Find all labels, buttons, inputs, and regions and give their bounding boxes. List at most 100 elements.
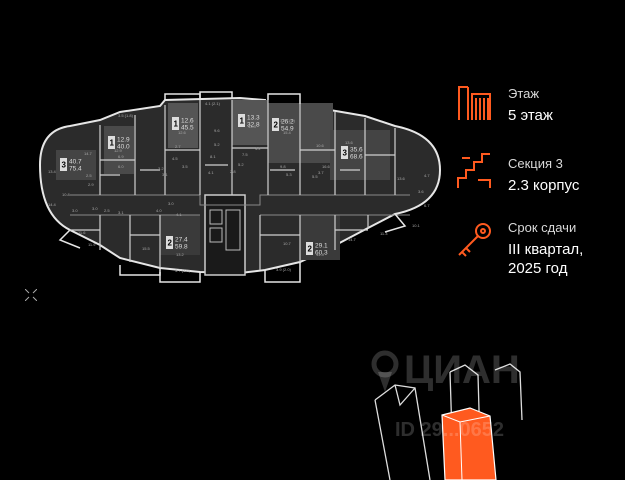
watermark-brand: ЦИАН: [404, 348, 520, 392]
stairs-section-icon: [456, 150, 492, 195]
highlighted-tower: [441, 407, 497, 480]
room-area-label: 3.5: [182, 164, 188, 169]
towers-illustration: [374, 363, 523, 480]
apartment-living-area: 27.4: [175, 237, 188, 244]
key-icon: [456, 222, 492, 265]
apartment-total-area: 75.4: [69, 166, 82, 173]
room-area-label: 5.5: [312, 174, 318, 179]
section-value: 2.3 корпус: [508, 177, 580, 194]
apartment-rooms-box: [272, 118, 279, 131]
room-area-label: 14.4: [48, 202, 57, 207]
apartment-living-area: 29.1: [315, 243, 328, 250]
apartment-rooms-box: [60, 158, 67, 171]
apartment-rooms: 1: [110, 139, 115, 148]
room-area-label: 3.5 (1.8): [118, 113, 134, 118]
elevator-core: [204, 194, 246, 276]
room-area-label: 12.6: [178, 130, 187, 135]
room-area-label: 10.6: [316, 143, 325, 148]
room-area-label: 10.1: [412, 223, 421, 228]
apartment-living-area: 35.6: [350, 147, 363, 154]
room-area-label: 11.3: [380, 231, 388, 236]
apartment-total-area: 45.5: [181, 125, 194, 132]
room-area-label: 12.9: [114, 148, 123, 153]
apartment-total-area: 60.3: [315, 250, 328, 257]
room-area-label: 7.5: [242, 152, 248, 157]
section-info: Секция 3 2.3 корпус: [508, 156, 625, 195]
apartment-total-area: 54.9: [281, 126, 294, 133]
room-area-label: 6.0: [118, 164, 124, 169]
apartment-rooms-box: [341, 146, 348, 159]
floor-label: Этаж: [508, 86, 540, 101]
apartment-total-area: 40.0: [117, 144, 130, 151]
room-area-label: 13.3: [248, 124, 257, 129]
room-area-label: 11.9: [88, 242, 96, 247]
room-area-label: 5.2: [214, 142, 220, 147]
room-area-label: 14.7: [84, 151, 93, 156]
apartment-rooms: 3: [62, 161, 67, 170]
deadline-info: Срок сдачи III квартал, 2025 год: [508, 220, 625, 278]
room-area-label: 3.2: [158, 166, 164, 171]
room-area-label: 13.6: [397, 176, 406, 181]
room-area-label: 3.7: [318, 170, 324, 175]
apartment-rooms-box: [306, 242, 313, 255]
elevator-shaft-1: [209, 209, 223, 225]
apartment-rooms: 3: [343, 149, 348, 158]
watermark-logo: ЦИАН: [370, 348, 520, 394]
apartment-living-area: 12.9: [117, 137, 130, 144]
apt-highlight-4: [104, 126, 134, 174]
apartment-rooms: 1: [174, 120, 179, 129]
floor-value: 5 этаж: [508, 107, 553, 124]
room-area-label: 14.4: [316, 252, 325, 257]
room-area-label: 6.7: [424, 203, 430, 208]
watermark-id: ID 29...0652: [395, 419, 504, 441]
apartment-living-area: 26.2: [281, 119, 294, 126]
room-area-label: 2.8: [230, 169, 236, 174]
room-area-label: 3.0: [72, 208, 78, 213]
room-area-label: 9.6: [214, 128, 220, 133]
elevator-shaft-2: [209, 227, 223, 243]
compass-icon: [24, 288, 38, 302]
room-area-label: 4.5: [172, 156, 178, 161]
room-area-label: 2.5: [86, 173, 92, 178]
room-area-label: 5.2: [238, 162, 244, 167]
room-area-label: 3.7 (1.9): [175, 268, 191, 273]
apartment-rooms: 2: [308, 245, 313, 254]
room-area-label: 4.1: [176, 212, 182, 217]
room-area-label: 3.9 (2.0): [276, 267, 292, 272]
room-area-label: 2.9: [88, 182, 94, 187]
corridor: [70, 194, 410, 206]
room-area-label: 4.2: [255, 146, 261, 151]
room-area-label: 13.4: [48, 169, 57, 174]
room-area-label: 3.6: [418, 189, 424, 194]
room-area-label: 10.8: [62, 192, 71, 197]
room-area-label: 15.4: [283, 130, 292, 135]
apartment-total-area: 68.6: [350, 154, 363, 161]
balconies: [58, 91, 407, 283]
stairwell: [225, 209, 241, 251]
floor-info: Этаж 5 этаж: [508, 86, 625, 125]
apartment-rooms-box: [108, 136, 115, 149]
room-area-label: 14.7: [348, 237, 357, 242]
apartment-living-area: 12.6: [181, 118, 194, 125]
room-area-label: 3.0: [168, 201, 174, 206]
section-label: Секция 3: [508, 156, 563, 171]
room-area-label: 5.3: [286, 172, 292, 177]
apartment-living-area: 13.3: [247, 115, 260, 122]
apartment-rooms: 1: [240, 117, 245, 126]
room-area-label: 4.0: [156, 208, 162, 213]
room-area-label: 4.1 (2.1): [205, 101, 221, 106]
apartment-rooms-box: [238, 114, 245, 127]
room-area-label: 13.6: [345, 140, 354, 145]
room-area-label: 3.8 (1.9): [280, 118, 296, 123]
apartment-rooms: 2: [168, 239, 173, 248]
apartment-rooms-box: [166, 236, 173, 249]
room-area-label: 3.0: [92, 206, 98, 211]
room-area-label: 6.9: [118, 154, 124, 159]
room-area-label: 15.5: [142, 246, 151, 251]
